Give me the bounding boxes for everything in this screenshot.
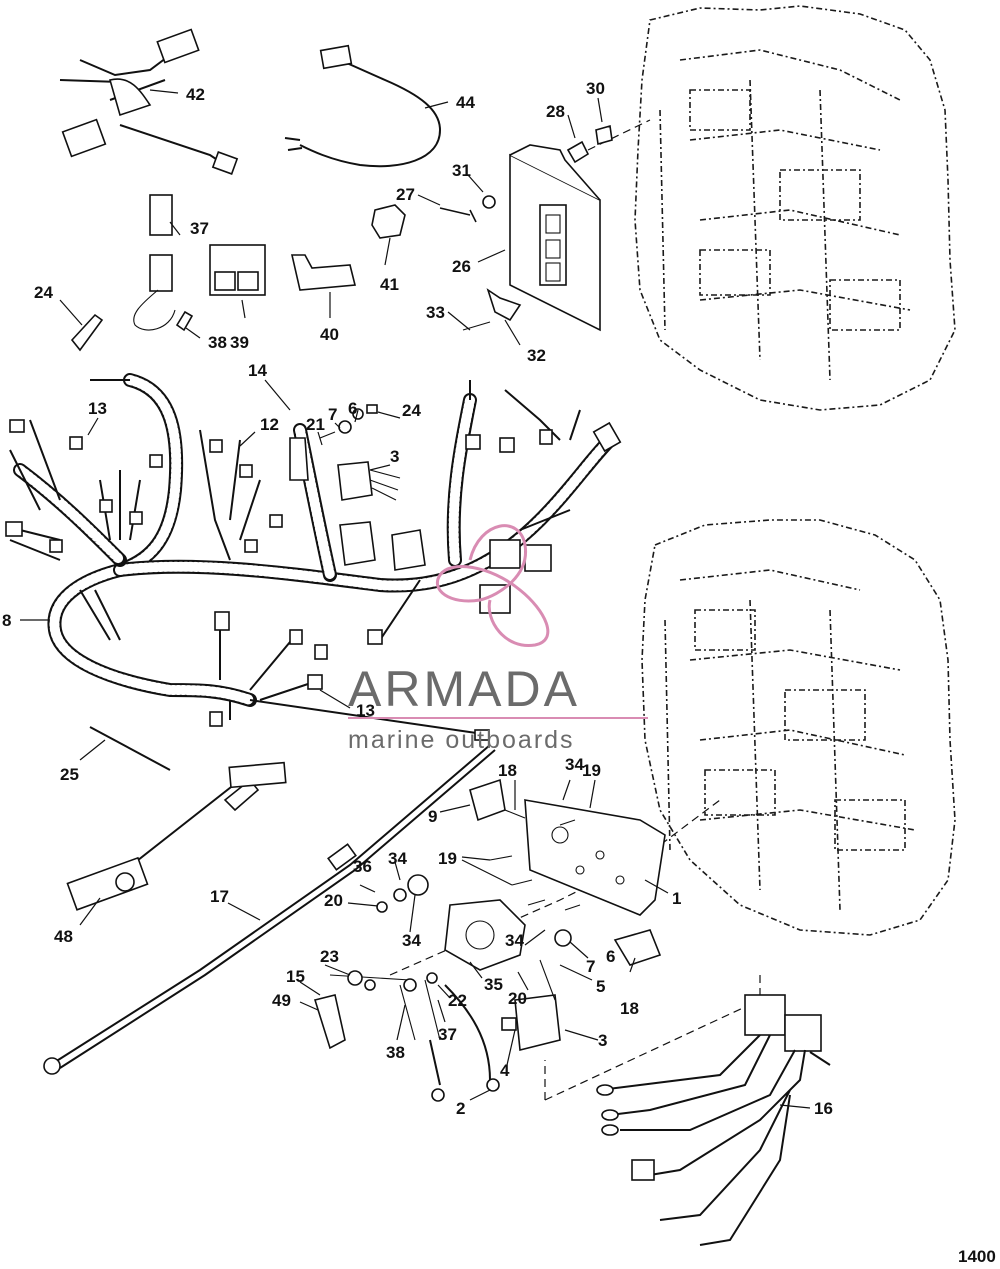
solenoid-assembly [313,874,662,1102]
callout-41: 37 [190,219,209,238]
callout-43: 39 [230,333,249,352]
callout-24: 24 [402,401,421,420]
watermark-brand: ARMADA [348,661,580,717]
callout-39: 38 [386,1043,405,1062]
harness-15 [596,994,831,1246]
callout-42: 38 [208,333,227,352]
callout-36: 34 [402,931,421,950]
main-wiring-harness [5,373,622,741]
callout-32: 32 [527,346,546,365]
callout-49: 49 [272,991,291,1010]
callout-47: 48 [54,927,73,946]
callout-7-upper: 7 [328,405,337,424]
watermark-logo-mark [436,524,550,647]
ecm-module-27 [439,124,613,332]
watermark-tagline: marine outboards [348,726,575,754]
callout-13: 14 [248,361,267,380]
callout-28: 27 [396,185,415,204]
callout-33: 33 [426,303,445,322]
cable-tie-26 [89,726,171,771]
callout-4: 4 [500,1061,510,1080]
small-connectors [70,194,406,352]
callout-6-upper: 6 [348,399,357,418]
engine-block-lower [641,519,956,936]
callout-22: 22 [448,991,467,1010]
callout-3-upper: 3 [390,447,399,466]
callout-35: 35 [484,975,503,994]
callout-7-lower: 7 [586,957,595,976]
callout-38: 37 [438,1025,457,1044]
callout-18: 18 [498,761,517,780]
callout-8: 8 [2,611,11,630]
callout-3-lower: 3 [598,1031,607,1050]
callout-31: 31 [452,161,471,180]
callout-19-lower: 19 [438,849,457,868]
callout-19-upper: 19 [582,761,601,780]
harness-48 [284,44,442,168]
callout-6-lower: 6 [606,947,615,966]
callout-25: 24 [34,283,53,302]
callout-23: 23 [320,947,339,966]
callout-20-upper: 20 [324,891,343,910]
relay-and-parts-upper [289,404,426,571]
harness-46 [59,28,239,175]
callout-17: 18 [620,999,639,1018]
engine-block-upper [634,5,956,411]
callout-46: 42 [186,85,205,104]
callout-5: 5 [596,977,605,996]
callout-48: 44 [456,93,475,112]
callout-1: 1 [672,889,681,908]
callout-37: 34 [388,849,407,868]
callout-16: 17 [210,887,229,906]
leader-lines [20,89,811,1109]
callout-44: 40 [320,325,339,344]
callout-15: 16 [814,1099,833,1118]
watermark: ARMADA marine outboards [348,524,648,754]
figure-number: 1400 [958,1247,996,1266]
callout-40: 36 [353,857,372,876]
callout-26: 25 [60,765,79,784]
callout-12: 13 [356,701,375,720]
callout-30: 30 [586,79,605,98]
callout-45: 41 [380,275,399,294]
callout-34-lower: 34 [505,931,524,950]
callout-9: 9 [428,807,437,826]
callout-29: 28 [546,102,565,121]
callout-21: 21 [306,415,325,434]
callout-2: 2 [456,1099,465,1118]
callout-27: 26 [452,257,471,276]
callout-14: 15 [286,967,305,986]
plate-and-mount-1 [469,778,666,916]
cable-16 [43,744,496,1075]
callout-10: 12 [260,415,279,434]
callout-20-lower: 20 [508,989,527,1008]
callout-11: 13 [88,399,107,418]
callout-labels: 42 44 28 30 31 27 26 33 32 41 37 38 39 4… [2,79,833,1118]
callout-34-upper: 34 [565,755,584,774]
